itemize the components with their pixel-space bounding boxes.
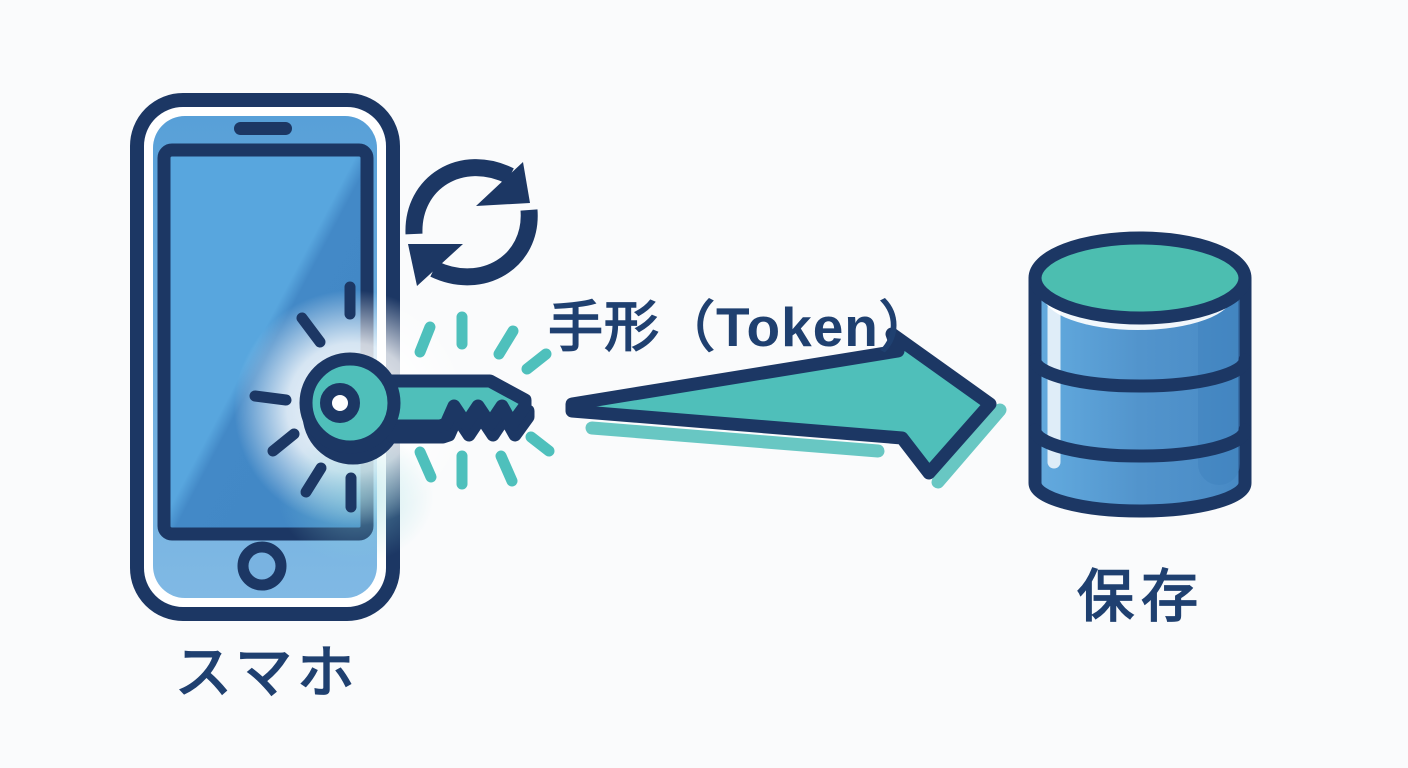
key-shaft xyxy=(383,374,532,433)
database-band-1 xyxy=(1028,353,1252,393)
key-rays-navy xyxy=(249,281,357,513)
refresh-sync-icon xyxy=(405,159,538,286)
key-icon xyxy=(249,281,555,513)
database-top xyxy=(1028,231,1252,325)
ray xyxy=(267,428,300,457)
arrow-shadow-head xyxy=(931,403,1007,489)
ray xyxy=(414,446,437,483)
ray xyxy=(525,431,555,457)
database-band-2 xyxy=(1028,423,1252,463)
ray xyxy=(495,450,518,487)
refresh-bottom-arrowhead xyxy=(408,244,463,286)
ray xyxy=(521,348,552,375)
arrow-shadow xyxy=(585,403,1007,489)
ray xyxy=(296,312,326,348)
refresh-bottom-arc xyxy=(430,209,538,286)
ray xyxy=(414,321,436,358)
refresh-top-arc xyxy=(405,159,514,235)
key-rays-teal xyxy=(414,311,555,490)
ray xyxy=(249,390,292,406)
arrow-body xyxy=(565,327,997,480)
ray xyxy=(300,462,327,498)
arrow-shadow-tail xyxy=(585,421,885,458)
arrow-right-icon xyxy=(565,327,1007,489)
smartphone-label: スマホ xyxy=(174,641,360,705)
refresh-top-arrowhead xyxy=(476,162,530,206)
token-label: 手形（Token） xyxy=(548,296,935,358)
key-hole xyxy=(320,383,360,423)
database-cylinder-icon xyxy=(1028,231,1252,518)
phone-speaker-slot xyxy=(234,122,292,135)
storage-label: 保存 xyxy=(1077,565,1205,629)
phone-home-button xyxy=(237,541,287,591)
ray xyxy=(493,325,519,360)
